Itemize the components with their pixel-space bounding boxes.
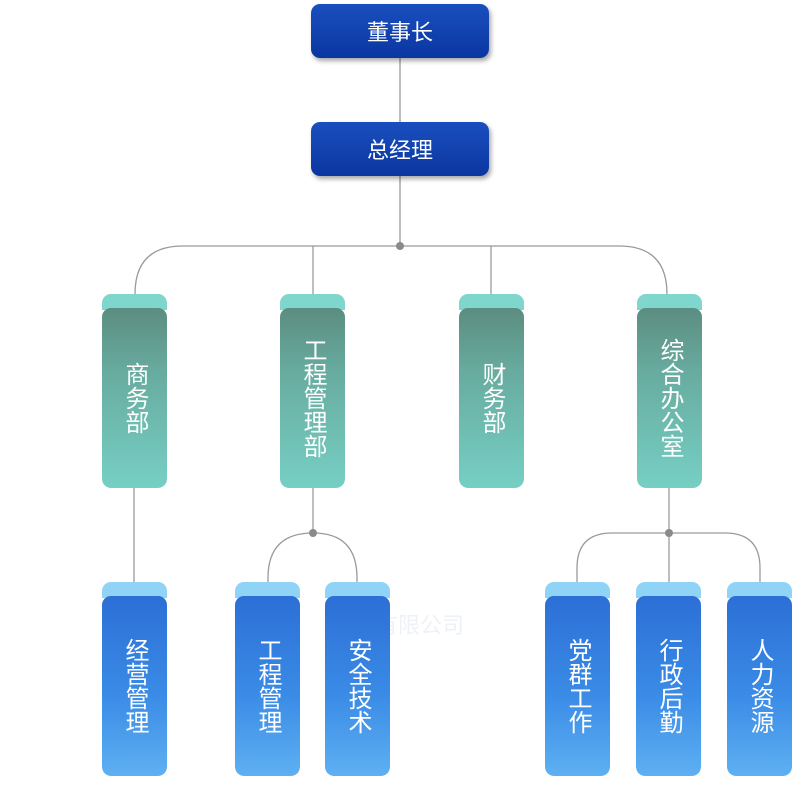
watermark: 有限公司: [376, 614, 465, 639]
general-manager-label: 总经理: [366, 139, 433, 164]
subunit-label: 党群工作: [564, 638, 592, 734]
subunit-box-hr: 人力资源: [727, 582, 792, 776]
connector-engineering-arc: [267, 532, 358, 582]
connector-dept-bus: [134, 245, 668, 295]
department-label: 综合办公室: [656, 338, 684, 458]
subunit-box-party: 党群工作: [545, 582, 610, 776]
department-box-office: 综合办公室: [637, 294, 702, 488]
chairman-label: 董事长: [366, 21, 433, 46]
chairman-box: 董事长: [311, 4, 489, 58]
junction-dot-office: [665, 529, 673, 537]
subunit-box-admin: 行政后勤: [636, 582, 701, 776]
subunit-label: 经营管理: [121, 638, 149, 734]
department-box-engineering: 工程管理部: [280, 294, 345, 488]
junction-dot-top: [396, 242, 404, 250]
subunit-box-engineering-mgmt: 工程管理: [235, 582, 300, 776]
subunit-label: 安全技术: [344, 638, 372, 734]
subunit-label: 行政后勤: [655, 638, 683, 734]
department-label: 工程管理部: [299, 338, 327, 458]
junction-dot-engineering: [309, 529, 317, 537]
subunit-label: 工程管理: [254, 638, 282, 734]
subunit-box-safety: 安全技术: [325, 582, 390, 776]
subunit-box-operations: 经营管理: [102, 582, 167, 776]
department-box-business: 商务部: [102, 294, 167, 488]
general-manager-box: 总经理: [311, 122, 489, 176]
subunit-label: 人力资源: [746, 638, 774, 734]
department-label: 商务部: [121, 362, 149, 434]
department-box-finance: 财务部: [459, 294, 524, 488]
department-label: 财务部: [478, 362, 506, 434]
